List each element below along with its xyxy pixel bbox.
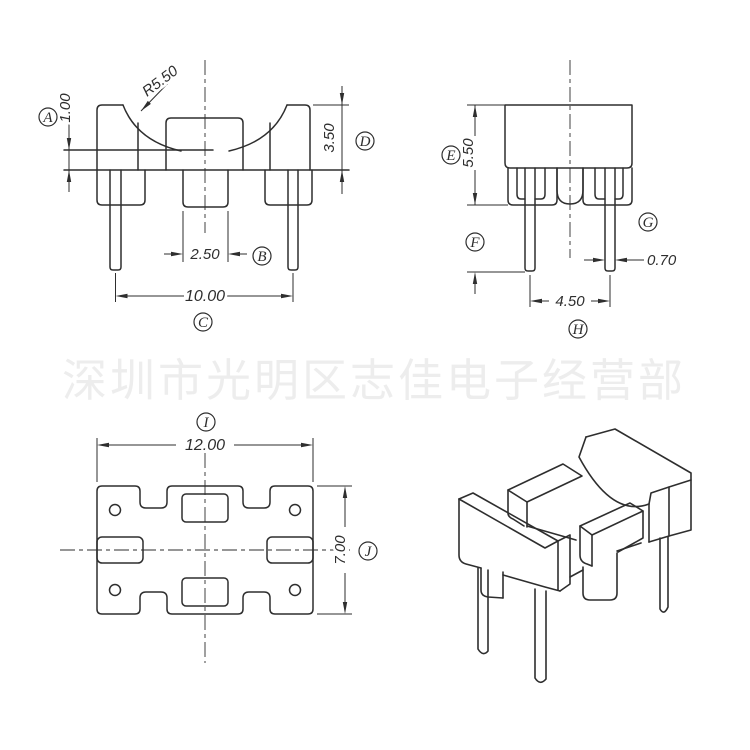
front-view: R5.50 1.00 A 3.50 D 2.50 B	[38, 60, 375, 332]
ref-b-circle	[252, 246, 272, 266]
side-view: 5.50 E F G 0.70 4.50 H	[441, 60, 679, 339]
ref-f-circle	[465, 232, 485, 252]
ref-i-label: I	[203, 415, 210, 431]
side-dim-55: 5.50	[458, 104, 508, 206]
ref-e-circle	[441, 145, 461, 165]
pin-hole	[288, 503, 302, 517]
dim-45-label: 4.50	[555, 293, 585, 310]
center-slot	[181, 577, 229, 607]
iso-pin-right	[659, 536, 669, 613]
iso-pin-front	[534, 588, 547, 684]
center-slot	[181, 493, 229, 523]
iso-back-flange	[578, 428, 692, 543]
ref-d-label: D	[359, 134, 371, 150]
pin-hole	[108, 583, 122, 597]
ref-c-label: C	[198, 315, 209, 331]
plan-outline	[96, 485, 314, 615]
ref-j-circle	[358, 541, 378, 561]
pin-hole	[108, 503, 122, 517]
ref-c-circle	[193, 312, 213, 332]
dim-7-label: 7.00	[332, 535, 349, 565]
ref-e-label: E	[445, 148, 455, 164]
ref-h-circle	[568, 319, 588, 339]
side-body-outline	[504, 104, 633, 272]
dim-1-label: 1.00	[57, 93, 74, 123]
side-notch	[96, 536, 144, 564]
dim-radius-label: R5.50	[139, 62, 182, 100]
iso-front-flange	[458, 492, 571, 599]
ref-g-circle	[638, 212, 658, 232]
dim-07-label: 0.70	[647, 252, 677, 269]
dim-25-label: 2.50	[189, 246, 220, 263]
front-dim-10: 10.00	[115, 273, 294, 308]
plan-view: 12.00 I 7.00 J	[60, 412, 378, 663]
dim-35-label: 3.50	[321, 123, 338, 153]
isometric-view	[458, 428, 692, 684]
plan-dim-12: 12.00	[96, 435, 314, 482]
side-dim-f	[467, 271, 525, 294]
ref-a-label: A	[42, 110, 53, 126]
ref-h-label: H	[572, 322, 585, 338]
side-notch	[266, 536, 314, 564]
pin-hole	[288, 583, 302, 597]
dim-55-label: 5.50	[460, 138, 477, 168]
watermark-text: 深圳市光明区志佳电子经营部	[62, 355, 686, 406]
ref-g-label: G	[643, 215, 654, 231]
ref-f-label: F	[469, 235, 480, 251]
side-dim-07: 0.70	[584, 250, 679, 272]
front-dim-35: 3.50	[313, 86, 349, 194]
ref-d-circle	[355, 131, 375, 151]
side-dim-45: 4.50	[529, 275, 611, 313]
plan-dim-7: 7.00	[317, 485, 352, 615]
ref-b-label: B	[257, 249, 266, 265]
front-dim-25: 2.50	[164, 211, 247, 266]
front-dim-1: 1.00	[55, 90, 77, 192]
dim-10-label: 10.00	[185, 288, 225, 305]
front-dim-radius: R5.50	[137, 60, 184, 112]
front-body-outline	[63, 104, 350, 271]
ref-a-circle	[38, 107, 58, 127]
dim-12-label: 12.00	[185, 437, 225, 454]
ref-i-circle	[196, 412, 216, 432]
ref-j-label: J	[365, 544, 373, 560]
iso-pin-left	[477, 567, 489, 655]
